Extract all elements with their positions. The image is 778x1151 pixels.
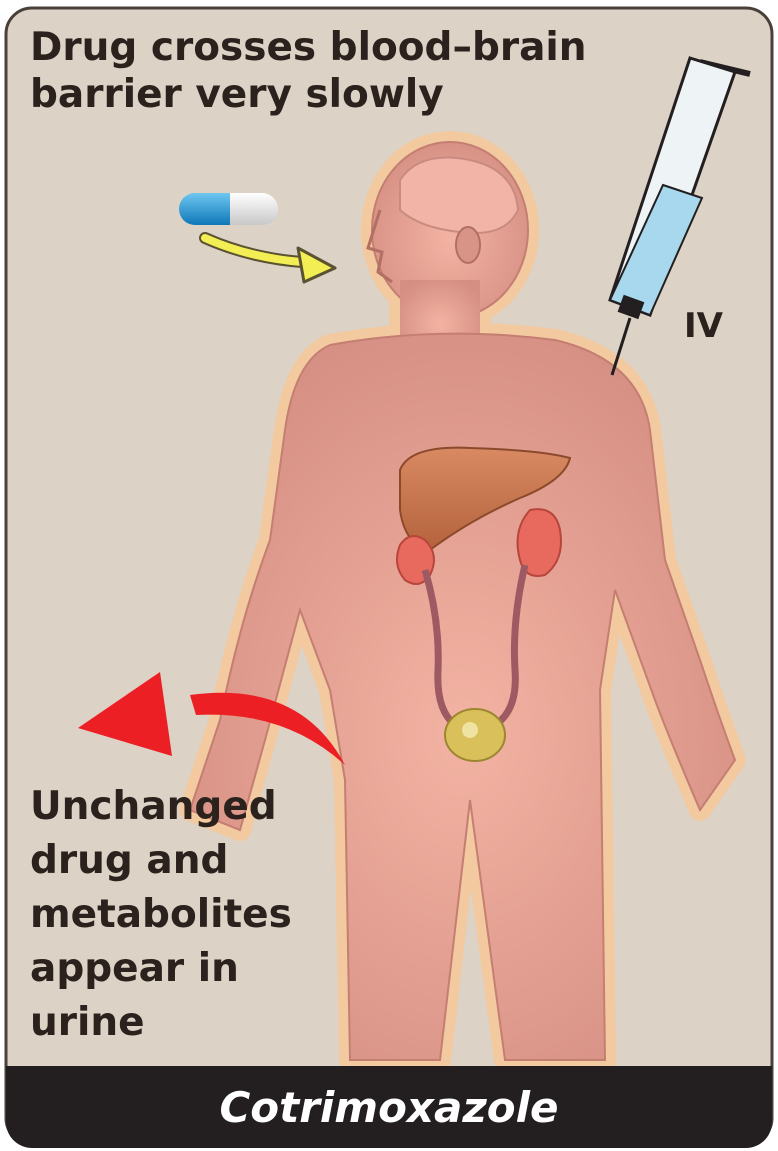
bottom-note-line-2: drug and: [30, 834, 350, 888]
top-note-line-1: Drug crosses blood–brain: [30, 24, 650, 71]
ear: [456, 227, 480, 263]
title-bar: Cotrimoxazole: [6, 1066, 772, 1148]
top-note-line-2: barrier very slowly: [30, 71, 650, 118]
bottom-note-line-5: urine: [30, 996, 350, 1050]
bottom-note-line-3: metabolites: [30, 888, 350, 942]
capsule-icon: [179, 193, 278, 225]
top-note: Drug crosses blood–brain barrier very sl…: [30, 24, 650, 118]
iv-route-label: IV: [684, 306, 723, 346]
drug-title: Cotrimoxazole: [219, 1083, 558, 1132]
bottom-note-line-1: Unchanged: [30, 780, 350, 834]
bladder: [445, 709, 505, 761]
bottom-note-line-4: appear in: [30, 942, 350, 996]
bottom-note: Unchanged drug and metabolites appear in…: [30, 780, 350, 1050]
